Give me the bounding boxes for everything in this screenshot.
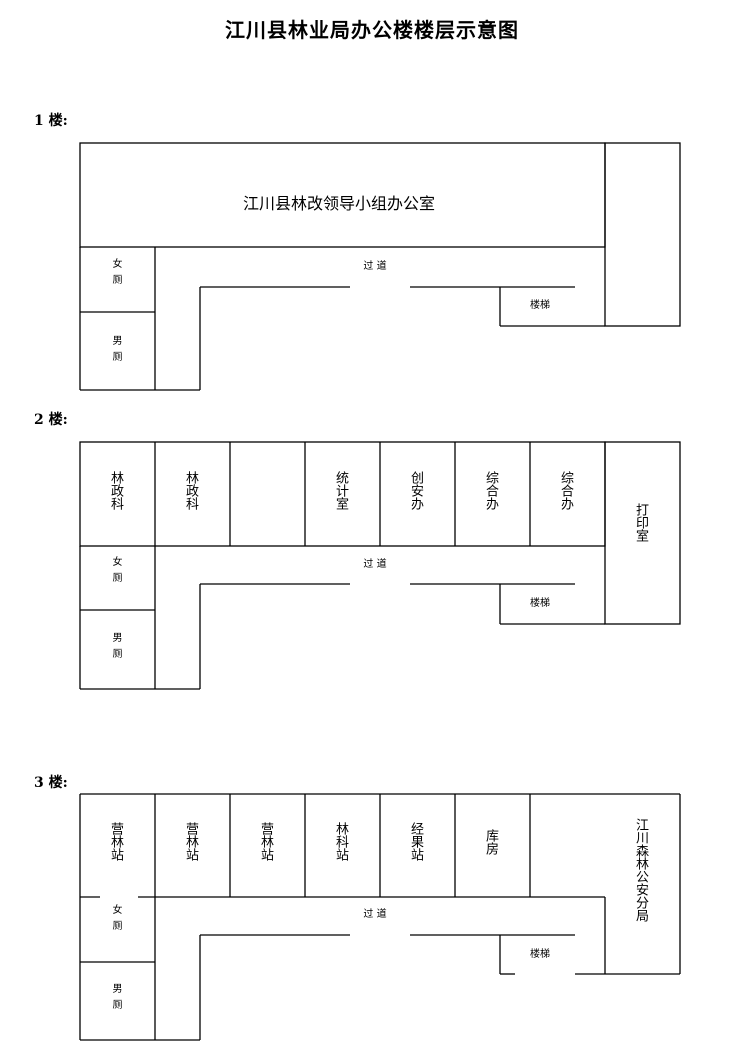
floor-1-plan	[79, 142, 681, 391]
floor-3-room-1-label: 营林站	[108, 822, 123, 861]
floor-2-corridor-label: 过 道	[363, 559, 387, 570]
floor-3-room-4-label: 林科站	[333, 822, 348, 861]
floor-1-men-toilet-label: 男厕	[110, 335, 121, 367]
floor-1-stairs-label: 楼梯	[530, 300, 550, 311]
floor-3-room-5-label: 经果站	[408, 822, 423, 861]
floor-2-room-7-label: 综合办	[558, 471, 573, 510]
floor-2-room-2-label: 林政科	[183, 471, 198, 510]
floor-1-label: 1 楼:	[34, 113, 68, 129]
floor-1-right-room-outline	[604, 142, 681, 327]
floor-2-men-toilet-label: 男厕	[110, 632, 121, 664]
floor-3-right-room-label: 江川森林公安分局	[633, 818, 648, 922]
floor-2-plan	[79, 441, 681, 690]
floor-2-label: 2 楼:	[34, 412, 68, 428]
corner-mark-right: `	[722, 0, 726, 7]
floor-1-corridor-label: 过 道	[363, 261, 387, 272]
floor-1-women-toilet-label: 女厕	[110, 258, 121, 290]
corner-mark-left: `	[30, 0, 34, 7]
page-title: 江川县林业局办公楼楼层示意图	[225, 18, 519, 42]
floor-2-room-5-label: 创安办	[408, 471, 423, 510]
floor-2-right-room-outline	[604, 441, 681, 625]
floor-1-big-office-label: 江川县林改领导小组办公室	[243, 194, 436, 213]
floor-2-right-room-label: 打印室	[633, 503, 648, 542]
floor-3-corridor-label: 过 道	[363, 909, 387, 920]
floor-2-room-4-label: 统计室	[333, 471, 348, 510]
floor-3-room-6-label: 库房	[483, 829, 498, 855]
floor-2-stairs-label: 楼梯	[530, 598, 550, 609]
floor-2-room-1-label: 林政科	[108, 471, 123, 510]
floor-3-stairs-label: 楼梯	[530, 949, 550, 960]
floor-3-plan	[79, 793, 681, 1041]
floor-2-room-6-label: 综合办	[483, 471, 498, 510]
floor-3-room-3-label: 营林站	[258, 822, 273, 861]
floor-3-room-2-label: 营林站	[183, 822, 198, 861]
floor-2-women-toilet-label: 女厕	[110, 556, 121, 588]
floor-3-women-toilet-label: 女厕	[110, 904, 121, 936]
floor-3-men-toilet-label: 男厕	[110, 983, 121, 1015]
floor-3-label: 3 楼:	[34, 775, 68, 791]
